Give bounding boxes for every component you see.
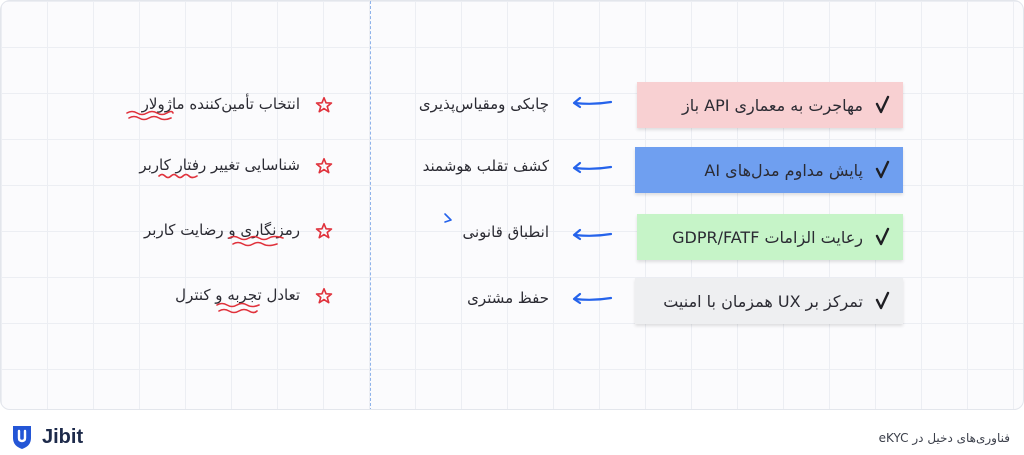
challenge-behavior-change: شناسایی تغییر رفتار کاربر [139, 156, 300, 174]
sticky-note-ux: تمرکز بر UX همزمان با امنیت [635, 278, 903, 324]
note-text: مهاجرت به معماری API باز [681, 95, 863, 115]
underline-squiggle [216, 302, 260, 314]
underline-squiggle [126, 110, 174, 121]
note-text: تمرکز بر UX همزمان با امنیت [663, 291, 863, 311]
check-icon [875, 95, 891, 119]
challenge-encryption-consent: رمزنگاری و رضایت کاربر [144, 221, 300, 239]
accent-mark-icon [444, 213, 452, 223]
challenge-modular-vendor: انتخاب تأمین‌کننده ماژولار [141, 95, 300, 113]
challenge-experience-control: تعادل تجربه و کنترل [175, 286, 300, 304]
note-text: رعایت الزامات GDPR/FATF [672, 227, 863, 247]
arrow-left-icon [572, 292, 613, 305]
star-icon [315, 222, 333, 239]
outcome-agility: چابکی ومقیاس‌پذیری [418, 95, 549, 113]
outcome-fraud-detection: کشف تقلب هوشمند [422, 157, 549, 175]
star-icon [315, 96, 333, 113]
sticky-note-api: مهاجرت به معماری API باز [637, 82, 903, 128]
footer-caption: فناوری‌های دخیل در eKYC [878, 431, 1010, 445]
arrow-left-icon [572, 228, 613, 241]
arrow-left-icon [572, 96, 613, 109]
star-icon [315, 287, 333, 304]
check-icon [875, 291, 891, 315]
check-icon [875, 160, 891, 184]
note-text: پایش مداوم مدل‌های AI [704, 160, 863, 180]
check-icon [875, 227, 891, 251]
underline-squiggle [228, 235, 284, 247]
whiteboard: مهاجرت به معماری API باز پایش مداوم مدل‌… [0, 0, 1024, 410]
jibit-logo: Jibit [10, 423, 83, 451]
shield-logo-icon [13, 426, 31, 449]
underline-squiggle [158, 173, 198, 179]
brand-name: Jibit [42, 425, 84, 448]
dashed-divider [370, 1, 371, 409]
arrow-left-icon [572, 161, 613, 174]
sticky-note-gdpr: رعایت الزامات GDPR/FATF [637, 214, 903, 260]
star-icon [315, 157, 333, 174]
outcome-compliance: انطباق قانونی [462, 223, 550, 241]
outcome-retention: حفظ مشتری [467, 289, 549, 307]
sticky-note-ai: پایش مداوم مدل‌های AI [635, 147, 903, 193]
